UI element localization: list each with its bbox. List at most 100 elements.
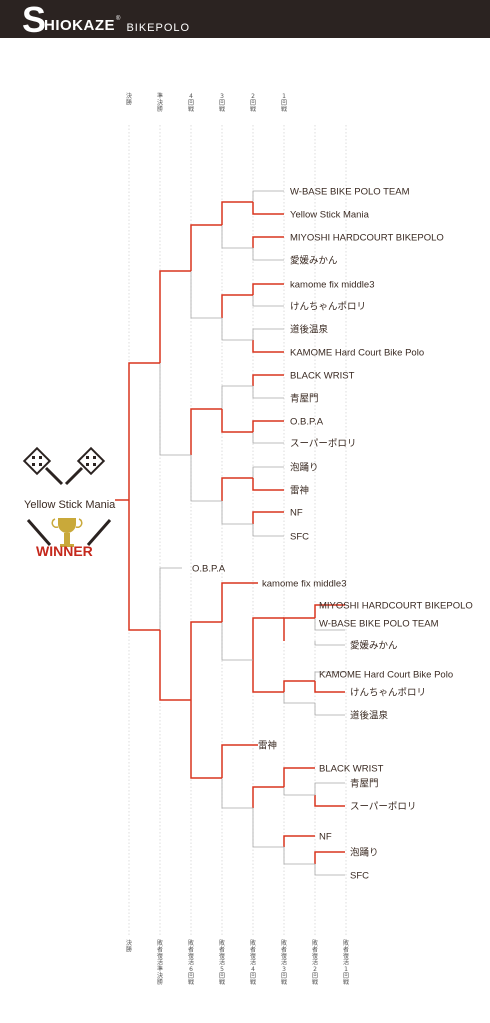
winning-path-line	[252, 660, 284, 693]
logo-text: HIOKAZE	[44, 17, 116, 34]
bracket-line	[314, 864, 345, 876]
winning-path-line	[159, 270, 191, 363]
repechage-team-label: 雷神	[258, 740, 277, 752]
bracket-line	[252, 432, 284, 444]
team-label: 愛媛みかん	[290, 255, 338, 267]
repechage-team-label: 愛媛みかん	[350, 640, 398, 652]
repechage-team-label: けんちゃんポロリ	[350, 688, 426, 699]
team-label: 泡踊り	[290, 462, 319, 474]
winner-team-name: Yellow Stick Mania	[24, 499, 116, 511]
repechage-team-label: KAMOME Hard Court Bike Polo	[319, 670, 453, 681]
bracket-line	[252, 328, 284, 340]
team-label: KAMOME Hard Court Bike Polo	[290, 348, 424, 359]
winning-path-line	[128, 362, 160, 500]
round-label-top: 準決勝	[157, 92, 163, 113]
winning-path-line	[252, 236, 284, 248]
bracket-line	[314, 703, 345, 716]
bracket-line	[221, 318, 253, 341]
winning-path-line	[252, 511, 284, 524]
bracket-line	[159, 363, 191, 456]
round-guide-lines	[128, 125, 347, 935]
winning-path-line	[221, 477, 253, 501]
winning-path-line	[221, 582, 258, 622]
winning-path-line	[252, 420, 284, 432]
bracket-line	[252, 466, 284, 478]
winning-path-line	[221, 294, 253, 318]
site-header: S HIOKAZE ® BIKEPOLO	[0, 0, 490, 38]
repechage-team-label: BLACK WRIST	[319, 764, 384, 775]
team-label: BLACK WRIST	[290, 371, 355, 382]
repechage-team-label: MIYOSHI HARDCOURT BIKEPOLO	[319, 601, 473, 612]
bracket-line	[221, 778, 253, 809]
repechage-team-label: kamome fix middle3	[262, 579, 346, 590]
bracket-line	[314, 618, 345, 631]
winning-path-line	[190, 700, 222, 779]
winning-path-line	[283, 617, 315, 641]
winning-path-line	[283, 767, 315, 787]
repechage-bye-team: O.B.P.A	[192, 564, 226, 575]
team-label: O.B.P.A	[290, 417, 324, 428]
bracket-line	[252, 386, 284, 399]
winning-path-line	[283, 680, 315, 692]
winning-path-line	[252, 617, 284, 660]
bracket-line	[314, 641, 345, 646]
bracket-line	[252, 295, 284, 307]
team-label: 雷神	[290, 485, 309, 497]
bracket-lines	[115, 190, 345, 876]
winning-path-line	[252, 374, 284, 386]
logo-letter: S	[22, 0, 47, 40]
repechage-team-label: 泡踊り	[350, 847, 379, 859]
crossed-sticks-left-icon	[22, 446, 64, 486]
team-label: MIYOSHI HARDCOURT BIKEPOLO	[290, 233, 444, 244]
team-label: NF	[290, 508, 303, 519]
winner-badge: WINNER	[36, 543, 93, 559]
bracket-line	[314, 671, 345, 681]
trophy-icon	[51, 518, 83, 547]
bracket-line	[221, 225, 253, 249]
team-label: W-BASE BIKE POLO TEAM	[290, 187, 410, 198]
bracket-line	[252, 808, 284, 848]
repechage-team-label: スーパーポロリ	[350, 802, 416, 813]
winning-path-line	[252, 786, 284, 808]
team-label: スーパーポロリ	[290, 439, 356, 450]
round-label-bottom: 決勝	[126, 939, 132, 954]
shiokaze-logo[interactable]: S HIOKAZE ® BIKEPOLO	[22, 2, 190, 38]
winning-path-line	[314, 795, 345, 807]
team-label: 道後温泉	[290, 324, 329, 336]
team-label: kamome fix middle3	[290, 280, 374, 291]
winning-path-line	[221, 201, 253, 225]
winning-path-line	[314, 681, 345, 693]
bracket-line	[252, 248, 284, 261]
repechage-team-label: SFC	[350, 871, 369, 882]
winning-path-line	[190, 224, 222, 271]
logo-registered-mark: ®	[116, 16, 121, 22]
winner-left-sticks	[26, 519, 52, 546]
winning-path-line	[190, 621, 222, 700]
repechage-team-label: 道後温泉	[350, 710, 389, 722]
winning-path-line	[252, 340, 284, 353]
crossed-sticks-right-icon	[64, 446, 106, 486]
winning-path-line	[128, 500, 160, 631]
winning-path-line	[252, 478, 284, 491]
team-label: 青屋門	[290, 393, 319, 405]
winning-path-line	[252, 283, 284, 295]
logo-subtitle: BIKEPOLO	[126, 22, 191, 34]
repechage-team-label: W-BASE BIKE POLO TEAM	[319, 619, 439, 630]
winner-right-sticks	[86, 519, 112, 546]
bracket-line	[221, 385, 253, 409]
team-label: SFC	[290, 532, 309, 543]
winning-path-line	[252, 202, 284, 215]
bracket-line	[314, 782, 345, 795]
bracket-line	[159, 567, 182, 630]
round-label-bottom: 敗者復活準決勝	[157, 939, 163, 986]
